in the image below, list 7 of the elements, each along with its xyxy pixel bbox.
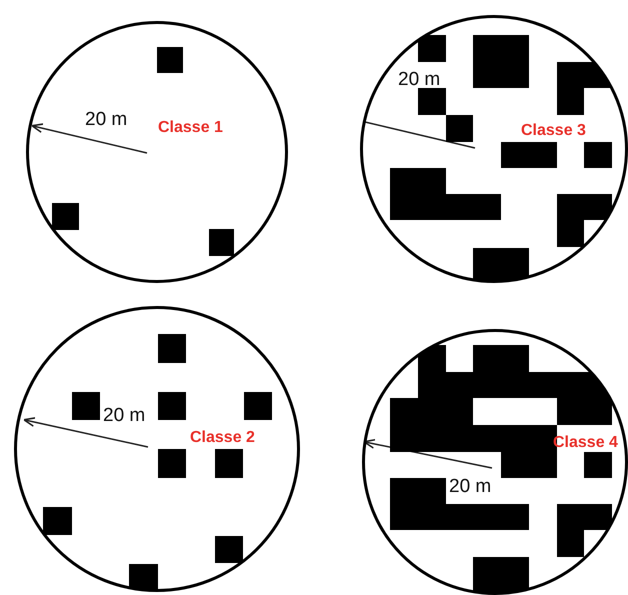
- class-label: Classe 3: [521, 123, 586, 139]
- dimension-text: 20 m: [103, 406, 146, 425]
- class-label: Classe 1: [158, 120, 223, 136]
- dimension-text: 20 m: [85, 110, 128, 129]
- dimension-text: 20 m: [449, 477, 492, 496]
- dimension-text: 20 m: [398, 70, 440, 89]
- class-label: Classe 2: [190, 430, 255, 446]
